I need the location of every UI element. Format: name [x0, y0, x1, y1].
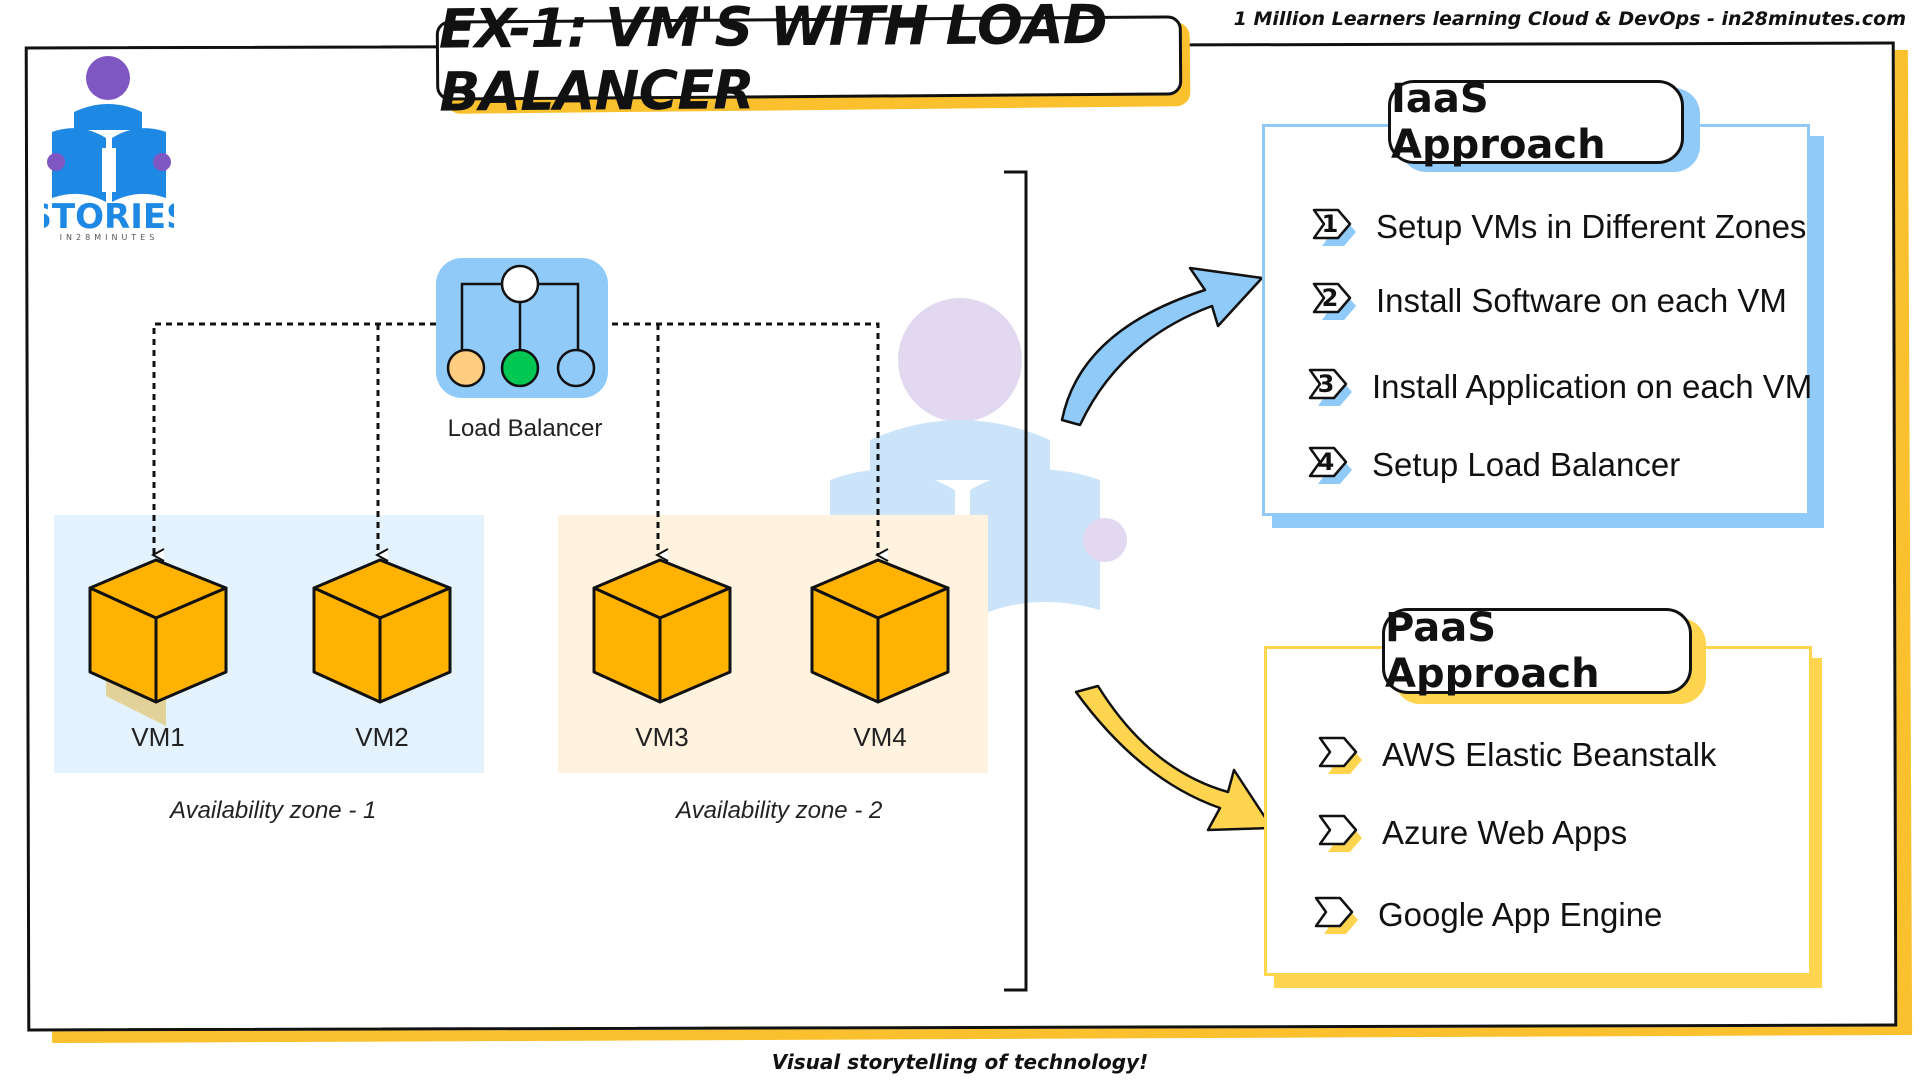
vm1-label: VM1: [131, 722, 185, 752]
lb-connectors: [154, 322, 878, 555]
iaas-step-4: 4 Setup Load Balancer: [1306, 442, 1680, 488]
vm3-label: VM3: [635, 722, 689, 752]
step-badge-icon: 2: [1310, 278, 1358, 324]
step-text: Setup VMs in Different Zones: [1376, 208, 1807, 245]
vm-cube-icons: [88, 558, 950, 726]
vm4-cube-icon: [810, 558, 950, 704]
paas-item-text: Azure Web Apps: [1382, 814, 1628, 851]
iaas-arrow-icon: [1060, 266, 1264, 427]
step-text: Install Application on each VM: [1372, 368, 1813, 405]
step-number: 4: [1317, 448, 1335, 476]
logo-head-icon: [86, 56, 130, 100]
paas-item-text: Google App Engine: [1378, 896, 1663, 933]
step-number: 3: [1317, 370, 1335, 398]
step-badge-icon: 4: [1306, 442, 1354, 488]
paas-item-2: Azure Web Apps: [1316, 810, 1627, 856]
logo-spine-icon: [102, 148, 116, 192]
paas-item-1: AWS Elastic Beanstalk: [1316, 732, 1716, 778]
iaas-step-1: 1 Setup VMs in Different Zones: [1310, 204, 1806, 250]
availability-zone-1-label: Availability zone - 1: [170, 797, 377, 824]
vm4-label: VM4: [853, 722, 907, 752]
section-bracket: [1004, 170, 1028, 992]
logo-hand-left-icon: [47, 153, 65, 171]
availability-zone-2-label: Availability zone - 2: [676, 797, 883, 824]
iaas-panel: [1262, 124, 1810, 516]
logo-text: STORIES: [44, 197, 174, 237]
vm1-cube-icon: [88, 558, 228, 726]
step-number: 1: [1321, 210, 1339, 238]
iaas-step-3: 3 Install Application on each VM: [1306, 364, 1812, 410]
paas-item-text: AWS Elastic Beanstalk: [1382, 736, 1717, 773]
step-badge-icon: [1316, 810, 1364, 856]
footer-tagline: Visual storytelling of technology!: [771, 1050, 1149, 1074]
load-balancer-icon: [436, 258, 608, 398]
vm2-cube-icon: [312, 558, 452, 704]
logo-subtext: IN28MINUTES: [60, 233, 159, 242]
step-text: Install Software on each VM: [1376, 282, 1787, 319]
step-text: Setup Load Balancer: [1372, 446, 1681, 483]
logo-book-left-icon: [52, 128, 106, 202]
paas-arrow-icon: [1074, 684, 1274, 832]
vm3-cube-icon: [592, 558, 732, 704]
logo-book-right-icon: [112, 128, 166, 202]
iaas-title: IaaS Approach: [1388, 76, 1684, 168]
step-badge-icon: 3: [1306, 364, 1354, 410]
stories-logo: STORIES IN28MINUTES: [44, 56, 174, 242]
logo-hand-right-icon: [153, 153, 171, 171]
iaas-step-2: 2 Install Software on each VM: [1310, 278, 1787, 324]
step-badge-icon: [1316, 732, 1364, 778]
paas-item-3: Google App Engine: [1312, 892, 1662, 938]
vm2-label: VM2: [355, 722, 409, 752]
step-badge-icon: 1: [1310, 204, 1358, 250]
tagline: 1 Million Learners learning Cloud & DevO…: [1233, 8, 1906, 30]
logo-body-icon: [74, 104, 142, 130]
paas-title: PaaS Approach: [1382, 605, 1692, 697]
load-balancer-label: Load Balancer: [447, 415, 603, 442]
step-number: 2: [1321, 284, 1339, 312]
step-badge-icon: [1312, 892, 1360, 938]
